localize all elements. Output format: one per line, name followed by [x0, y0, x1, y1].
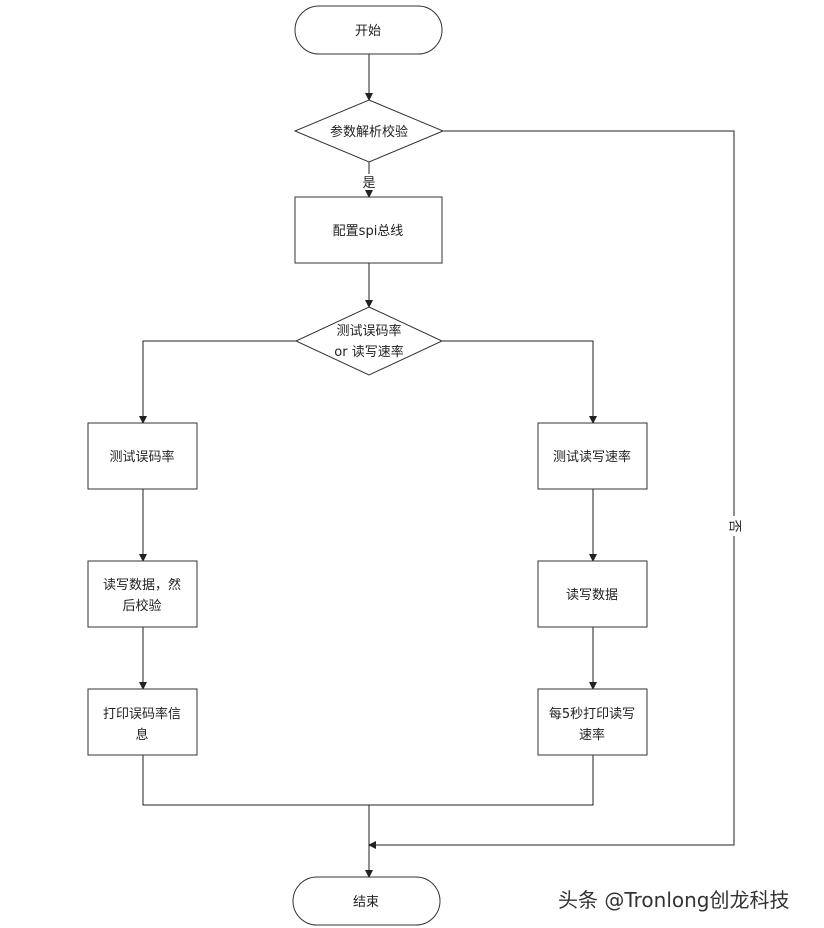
node-param-check-label: 参数解析校验: [330, 124, 408, 140]
node-print-ber-line2: 息: [135, 727, 148, 743]
node-print-rate-line2: 速率: [579, 727, 605, 743]
node-choose-test-line2: or 读写速率: [334, 344, 403, 360]
node-print-ber: 打印误码率信 息: [87, 688, 198, 756]
edge-label-yes: 是: [362, 176, 375, 191]
node-start: 开始: [294, 5, 443, 55]
node-config-spi-label: 配置spi总线: [333, 224, 404, 239]
node-rw-verify-line2: 后校验: [122, 598, 161, 614]
node-test-rw-rate: 测试读写速率: [537, 422, 648, 490]
edge-choose-to-rate: [442, 340, 597, 424]
node-choose-test-line1: 测试误码率: [336, 323, 401, 339]
node-test-ber: 测试误码率: [87, 422, 198, 490]
node-test-rw-rate-label: 测试读写速率: [553, 449, 631, 465]
node-param-check: 参数解析校验: [293, 99, 445, 163]
node-print-rate-line1: 每5秒打印读写: [549, 706, 635, 722]
edge-check-no-to-end: [368, 130, 735, 849]
node-start-label: 开始: [355, 24, 381, 39]
edge-print-ber-merge: [142, 755, 594, 806]
node-config-spi: 配置spi总线: [294, 196, 443, 264]
node-rw-data-label: 读写数据: [566, 588, 618, 603]
node-rw-data: 读写数据: [537, 560, 648, 628]
node-end: 结束: [292, 876, 441, 926]
node-print-ber-line1: 打印误码率信: [103, 706, 181, 722]
edges: [139, 54, 735, 878]
edge-choose-to-ber: [139, 340, 296, 424]
node-print-rate: 每5秒打印读写 速率: [537, 688, 648, 756]
node-choose-test: 测试误码率 or 读写速率: [294, 306, 444, 376]
edge-label-no: 否: [727, 519, 742, 532]
watermark: 头条 @Tronlong创龙科技: [558, 888, 790, 912]
node-rw-verify-line1: 读写数据，然: [103, 577, 181, 593]
node-rw-verify: 读写数据，然 后校验: [87, 560, 198, 628]
node-test-ber-label: 测试误码率: [109, 449, 174, 465]
node-end-label: 结束: [353, 895, 379, 910]
